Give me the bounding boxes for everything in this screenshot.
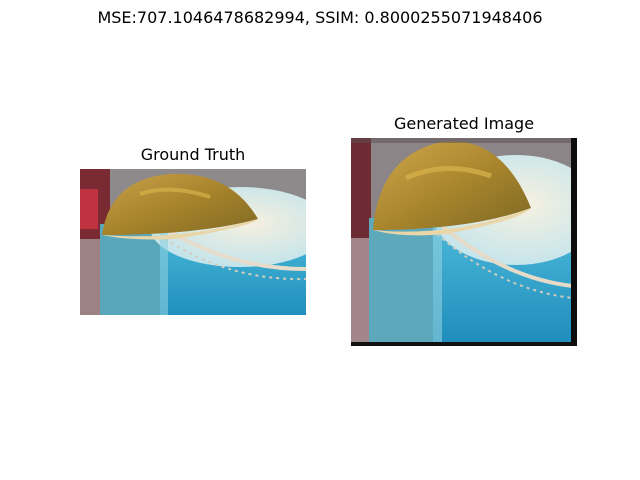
figure-title: MSE:707.1046478682994, SSIM: 0.800025507… bbox=[97, 8, 543, 27]
generated-photo bbox=[351, 138, 577, 346]
generated-image bbox=[351, 138, 577, 346]
ground-truth-photo bbox=[80, 169, 306, 315]
ground-truth-image bbox=[80, 169, 306, 315]
generated-image-title: Generated Image bbox=[393, 114, 535, 133]
ground-truth-title: Ground Truth bbox=[140, 145, 246, 164]
